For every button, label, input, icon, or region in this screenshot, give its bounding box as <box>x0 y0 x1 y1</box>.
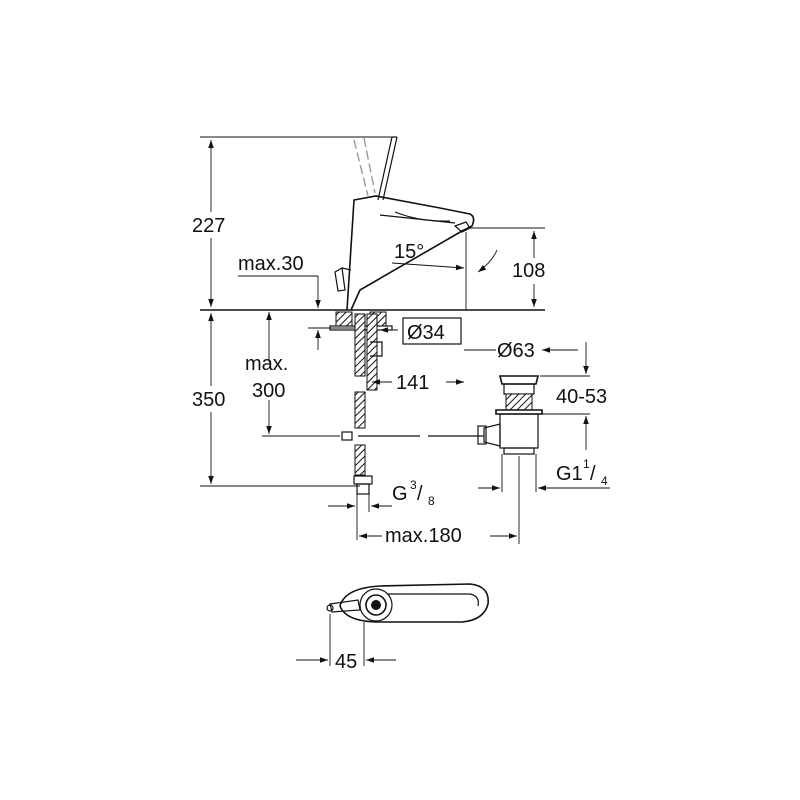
dim-45-label: 45 <box>335 651 357 673</box>
dim-max30-label: max.30 <box>238 253 304 275</box>
svg-text:/: / <box>417 483 423 505</box>
angle-arrow-line <box>391 262 465 271</box>
dim-max300-label-1: max. <box>245 353 288 375</box>
svg-text:3: 3 <box>410 478 417 492</box>
svg-text:1: 1 <box>583 457 590 471</box>
dim-max300-label-2: 300 <box>252 380 285 402</box>
faucet-side-view: 227 108 15° max.30 <box>190 136 558 350</box>
dim-4053-label: 40-53 <box>556 386 607 408</box>
svg-text:4: 4 <box>601 474 608 488</box>
dim-141-label: 141 <box>396 372 429 394</box>
dim-108-label: 108 <box>512 260 545 282</box>
dim-350-label: 350 <box>192 389 225 411</box>
lever-raised-dashed <box>353 136 398 201</box>
angle-label: 15° <box>394 241 424 263</box>
supply-hose-left <box>354 313 366 377</box>
supply-hose-right <box>366 313 378 391</box>
svg-text:G: G <box>392 483 408 505</box>
dim-d34-label: Ø34 <box>407 322 445 344</box>
faucet-top-view: 45 <box>296 583 489 673</box>
svg-text:8: 8 <box>428 494 435 508</box>
dim-d34-box <box>402 317 462 345</box>
dim-max180-label: max.180 <box>385 525 462 547</box>
svg-text:G1: G1 <box>556 463 583 485</box>
angle-arc <box>477 249 498 273</box>
mounting-assembly <box>329 311 484 495</box>
svg-text:/: / <box>590 463 596 485</box>
dim-g114-label: G1 1 / 4 <box>556 457 608 488</box>
dim-227-label: 227 <box>192 215 225 237</box>
faucet-body <box>334 195 475 311</box>
pop-up-waste <box>477 375 543 455</box>
dim-g38-label: G 3 / 8 <box>392 478 435 508</box>
dim-d63-label: Ø63 <box>497 340 535 362</box>
